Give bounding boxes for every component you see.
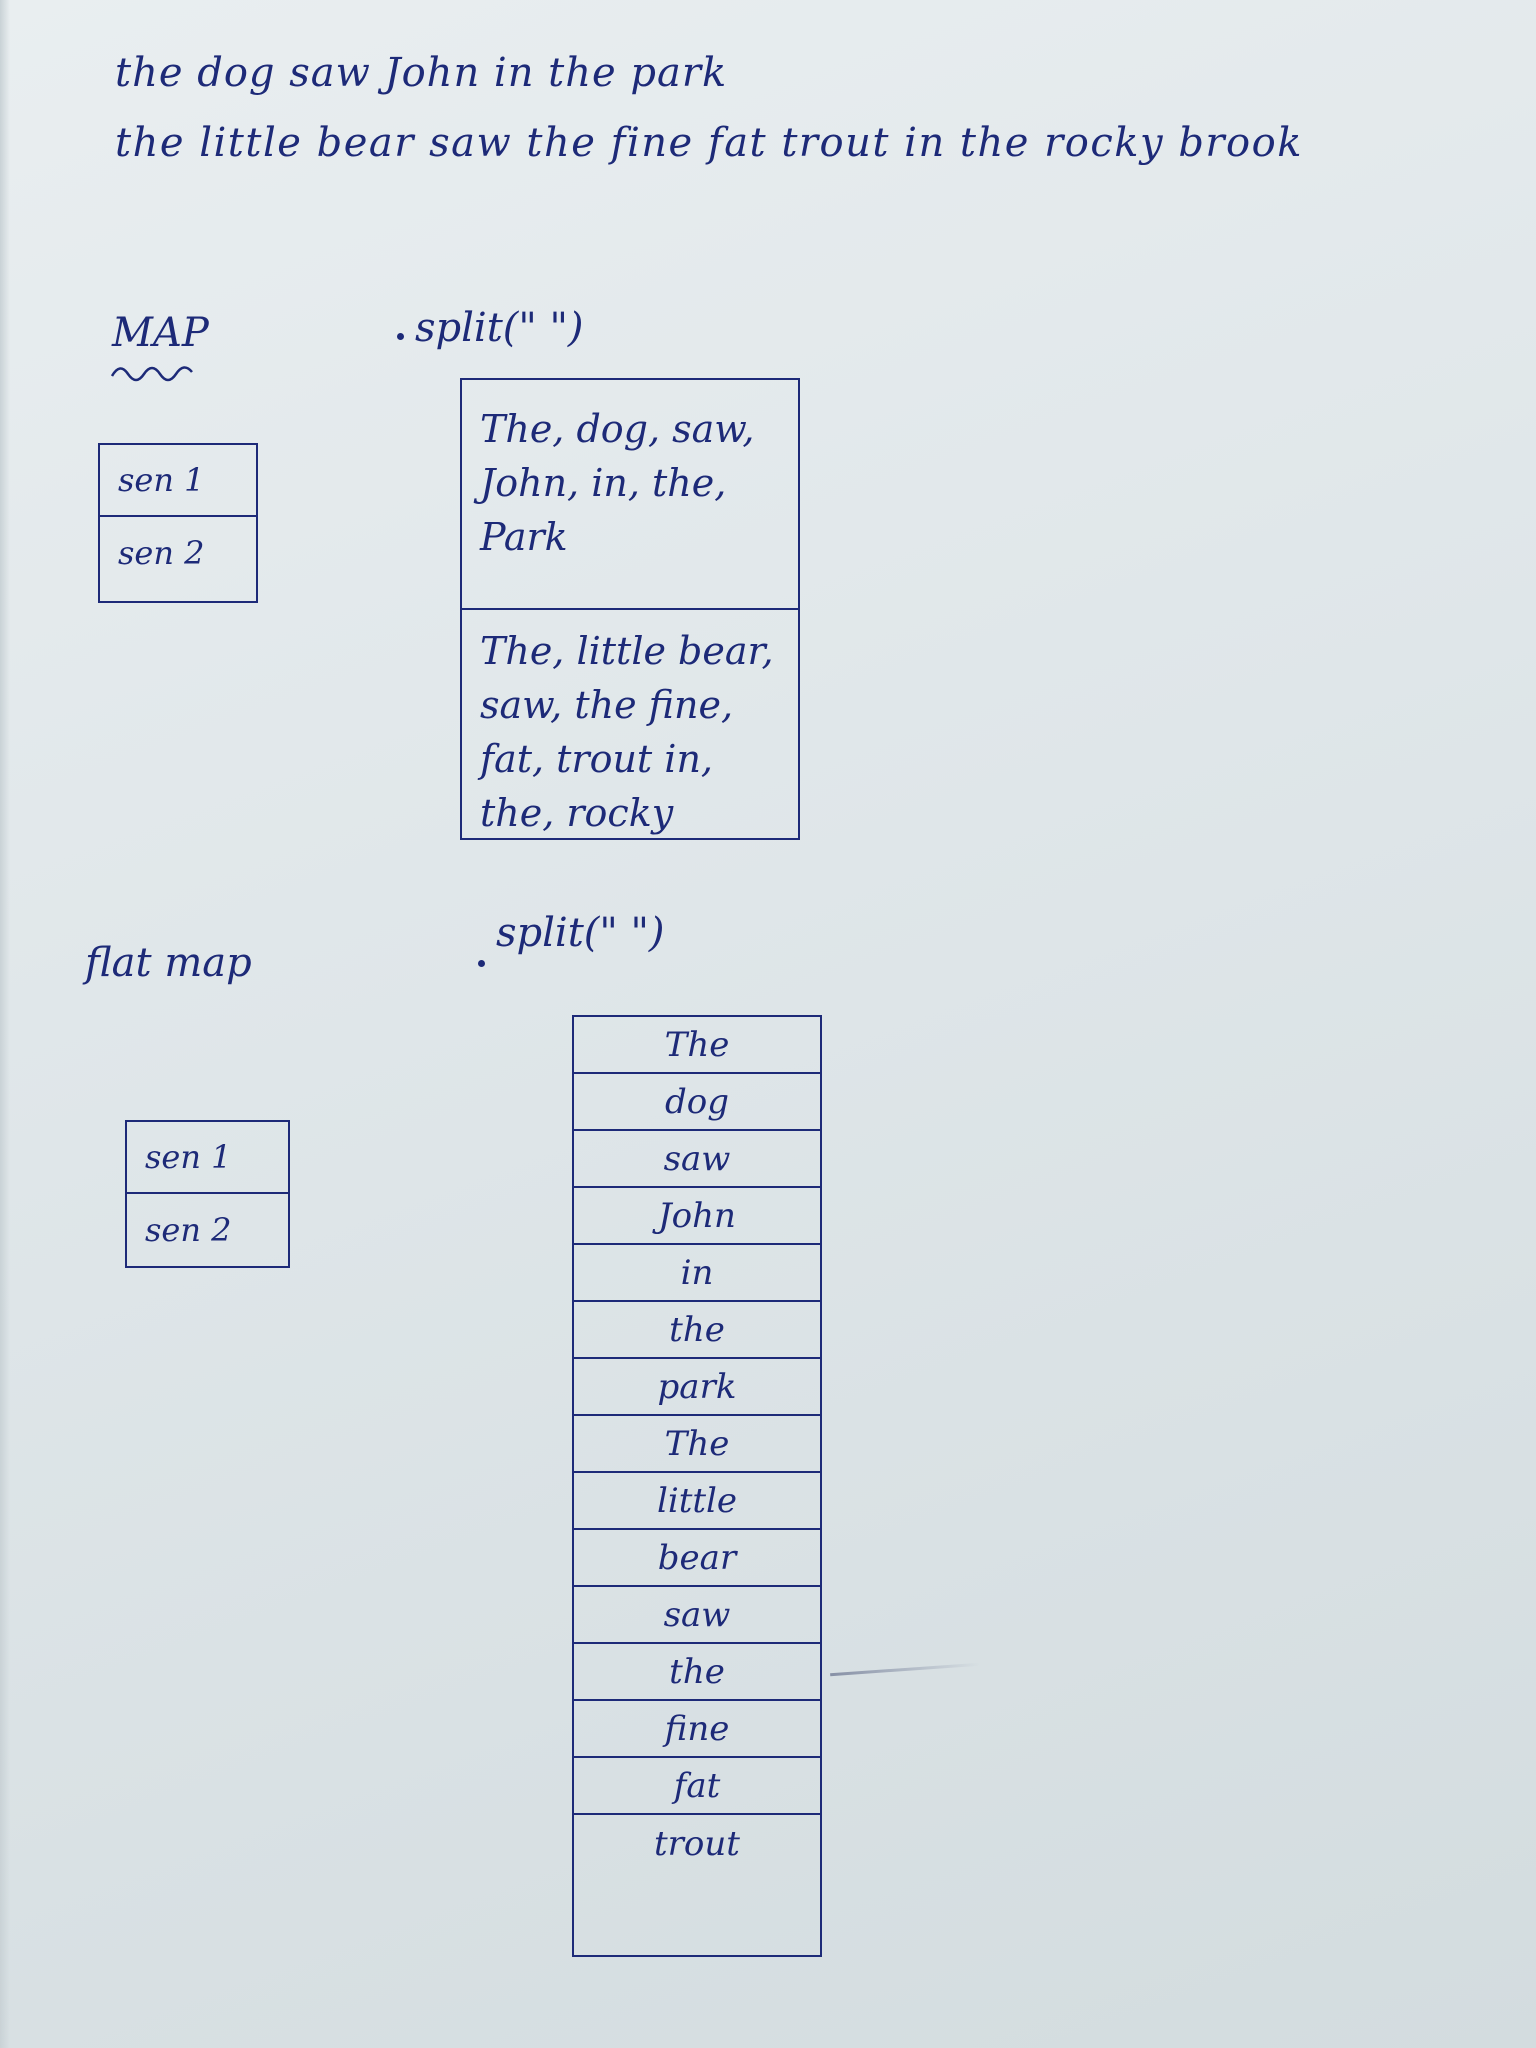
flatmap-word: little [574,1473,820,1530]
header-sentence-2: the little bear saw the fine fat trout i… [115,120,1303,166]
flatmap-word: saw [574,1587,820,1644]
paper-edge [0,0,10,2048]
map-label: MAP [112,310,209,356]
flatmap-word-column: The dog saw John in the park The little … [572,1015,822,1957]
map-output-sen-2: The, little bear, saw, the fine, fat, tr… [480,629,774,835]
map-output-sen-1: The, dog, saw, John, in, the, Park [462,380,798,610]
stray-pencil-mark [830,1662,980,1677]
flatmap-word: saw [574,1131,820,1188]
flatmap-word: park [574,1359,820,1416]
map-input-sen-2: sen 2 [118,534,205,572]
header-sentence-1: the dog saw John in the park [115,50,728,96]
flatmap-word: trout [654,1823,740,1864]
flatmap-split-bullet [478,960,485,967]
flatmap-word: John [574,1188,820,1245]
map-output-box: The, dog, saw, John, in, the, Park The, … [460,378,800,840]
flatmap-word: in [574,1245,820,1302]
map-underline-squiggle [110,366,193,382]
flatmap-input-sen-2: sen 2 [145,1210,232,1249]
map-input-box: sen 1 sen 2 [98,443,258,603]
map-split-bullet [397,333,404,340]
flatmap-word: The [574,1416,820,1473]
flatmap-input-sen-1: sen 1 [127,1122,288,1194]
flatmap-word: fat [574,1758,820,1815]
flatmap-word: bear [574,1530,820,1587]
flatmap-word: fine [574,1701,820,1758]
flatmap-word: The [574,1017,820,1074]
flatmap-word: the [574,1302,820,1359]
flatmap-word: dog [574,1074,820,1131]
flatmap-label: flat map [85,940,252,986]
flatmap-input-box: sen 1 sen 2 [125,1120,290,1268]
map-input-sen-1: sen 1 [100,445,256,517]
flatmap-split-call: split(" ") [496,910,665,956]
flatmap-word: the [574,1644,820,1701]
map-split-call: split(" ") [415,305,584,351]
